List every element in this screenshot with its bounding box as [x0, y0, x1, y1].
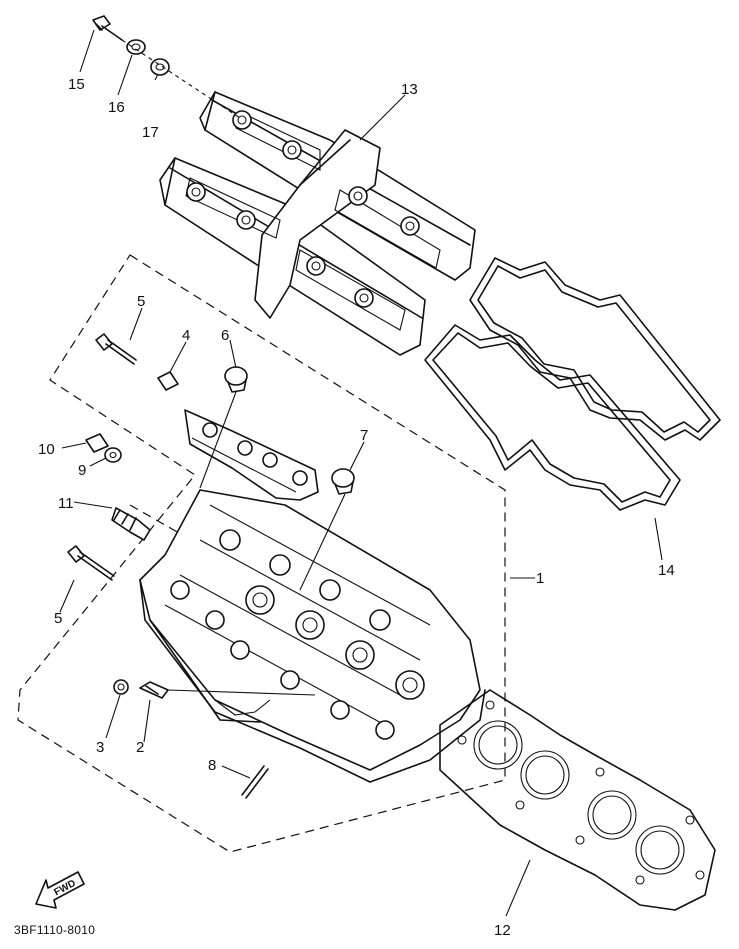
part-15-bolt	[92, 15, 123, 41]
callout-7: 7	[360, 427, 368, 444]
part-12-head-gasket	[439, 689, 716, 911]
forward-direction-arrow: FWD	[35, 871, 85, 909]
callout-13: 13	[401, 81, 418, 98]
part-14-cover-gasket	[424, 257, 721, 511]
part-5-bolt-upper	[95, 333, 137, 365]
callout-4: 4	[182, 327, 190, 344]
part-1-cylinder-head	[139, 489, 486, 783]
part-5-bolt-lower	[67, 545, 115, 581]
figure-code: 3BF1110-8010	[14, 923, 95, 937]
callout-11: 11	[58, 495, 74, 512]
part-16-washer	[126, 39, 146, 55]
callout-5-lower: 5	[54, 610, 62, 627]
part-13-cylinder-head-cover	[159, 91, 476, 356]
callout-2: 2	[136, 739, 144, 756]
fwd-label: FWD	[52, 878, 77, 898]
camshaft-cap-assembly	[184, 409, 319, 501]
stud-2-alignment-line	[167, 689, 316, 696]
callout-16: 16	[108, 99, 125, 116]
leader-lines	[59, 29, 663, 917]
part-7-plug	[331, 468, 355, 495]
callout-1: 1	[536, 570, 544, 587]
callout-17: 17	[142, 124, 159, 141]
part-4-dowel-pin	[157, 371, 179, 391]
callout-15: 15	[68, 76, 85, 93]
part-3-nut	[113, 679, 129, 695]
part-11-fitting	[111, 507, 151, 541]
callout-9: 9	[78, 462, 86, 479]
callout-3: 3	[96, 739, 104, 756]
callout-12: 12	[494, 922, 511, 939]
part-2-stud-bolt	[139, 681, 169, 699]
part-8-stud	[241, 765, 269, 799]
callout-10: 10	[38, 441, 55, 458]
part-10-union-bolt	[85, 433, 109, 453]
part-17-grommet	[150, 58, 170, 76]
callout-5-upper: 5	[137, 293, 145, 310]
callout-8: 8	[208, 757, 216, 774]
callout-14: 14	[658, 562, 675, 579]
callout-6: 6	[221, 327, 229, 344]
part-6-plug	[224, 366, 248, 393]
part-9-gasket-washer	[104, 447, 122, 463]
